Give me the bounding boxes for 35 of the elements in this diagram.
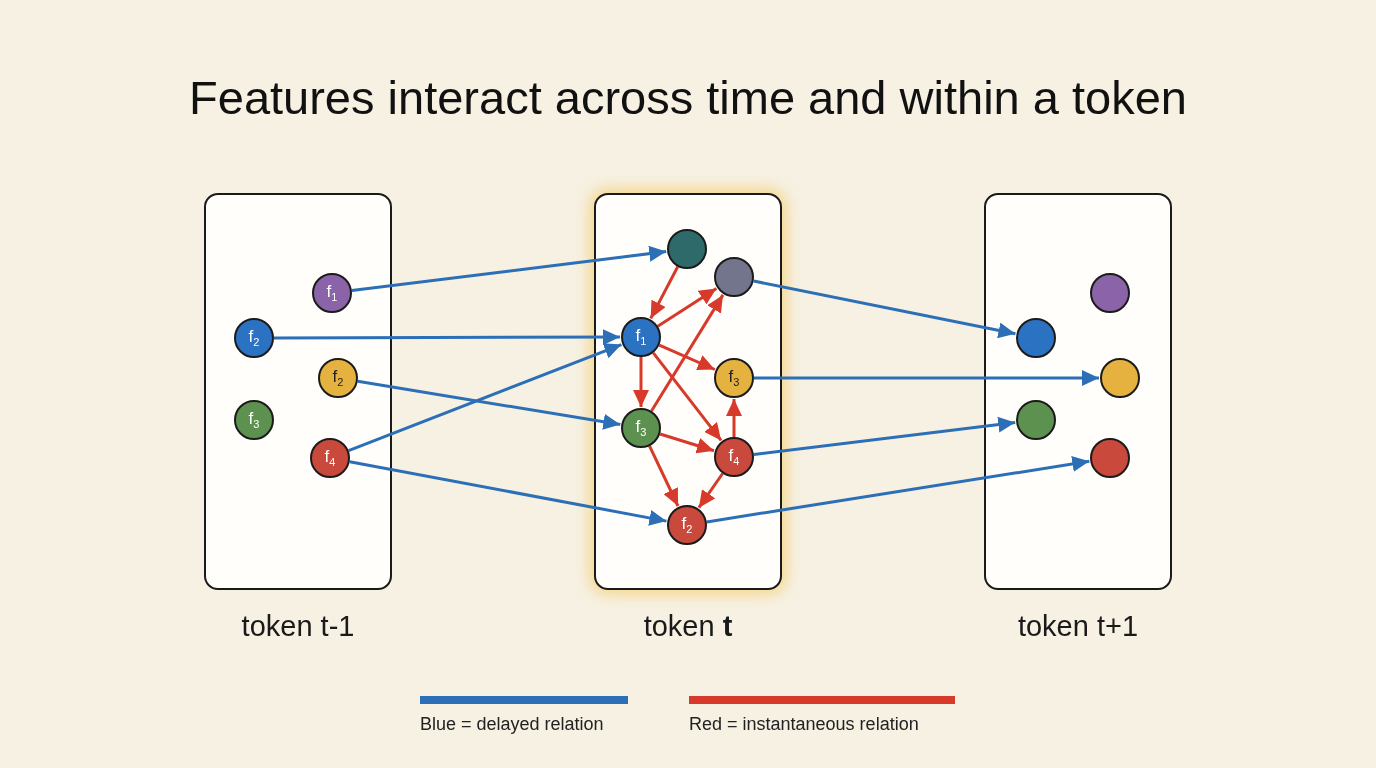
feature-label: f$_{2}$ <box>248 328 260 348</box>
feature-label: f$_{3}$ <box>728 368 740 388</box>
token-caption: token t-1 <box>240 610 356 643</box>
feature-label: f$_{4}$ <box>728 447 740 467</box>
arrow <box>726 399 742 437</box>
arrow <box>351 245 667 292</box>
feature-label: f$_{3}$ <box>635 418 647 438</box>
feature-label: f$_{2}$ <box>681 515 693 535</box>
legend-text: Blue = delayed relation <box>420 714 604 735</box>
feature-label: f$_{2}$ <box>332 368 344 388</box>
arrow <box>348 343 622 453</box>
feature-label: f$_{4}$ <box>324 448 336 468</box>
arrow <box>649 266 680 320</box>
arrow <box>648 445 680 507</box>
diagram-title: Features interact across time and within a token <box>188 70 1188 125</box>
feature-label: f$_{3}$ <box>248 410 260 430</box>
legend-text: Red = instantaneous relation <box>689 714 919 735</box>
arrow <box>274 329 620 346</box>
arrow <box>753 279 1016 339</box>
arrow <box>658 343 716 371</box>
arrow <box>349 460 667 526</box>
feature-label: f$_{1}$ <box>635 327 647 347</box>
token-caption: token t+1 <box>1016 610 1140 643</box>
arrow <box>633 357 649 407</box>
arrow <box>697 472 724 509</box>
feature-label: f$_{1}$ <box>326 283 338 303</box>
arrow <box>650 294 725 412</box>
arrow <box>657 287 718 328</box>
arrow <box>659 432 715 454</box>
arrow <box>652 351 723 442</box>
arrow <box>357 379 621 430</box>
arrow <box>753 416 1016 457</box>
arrow <box>706 456 1090 524</box>
arrow <box>754 370 1099 386</box>
token-caption: token t <box>642 610 734 643</box>
